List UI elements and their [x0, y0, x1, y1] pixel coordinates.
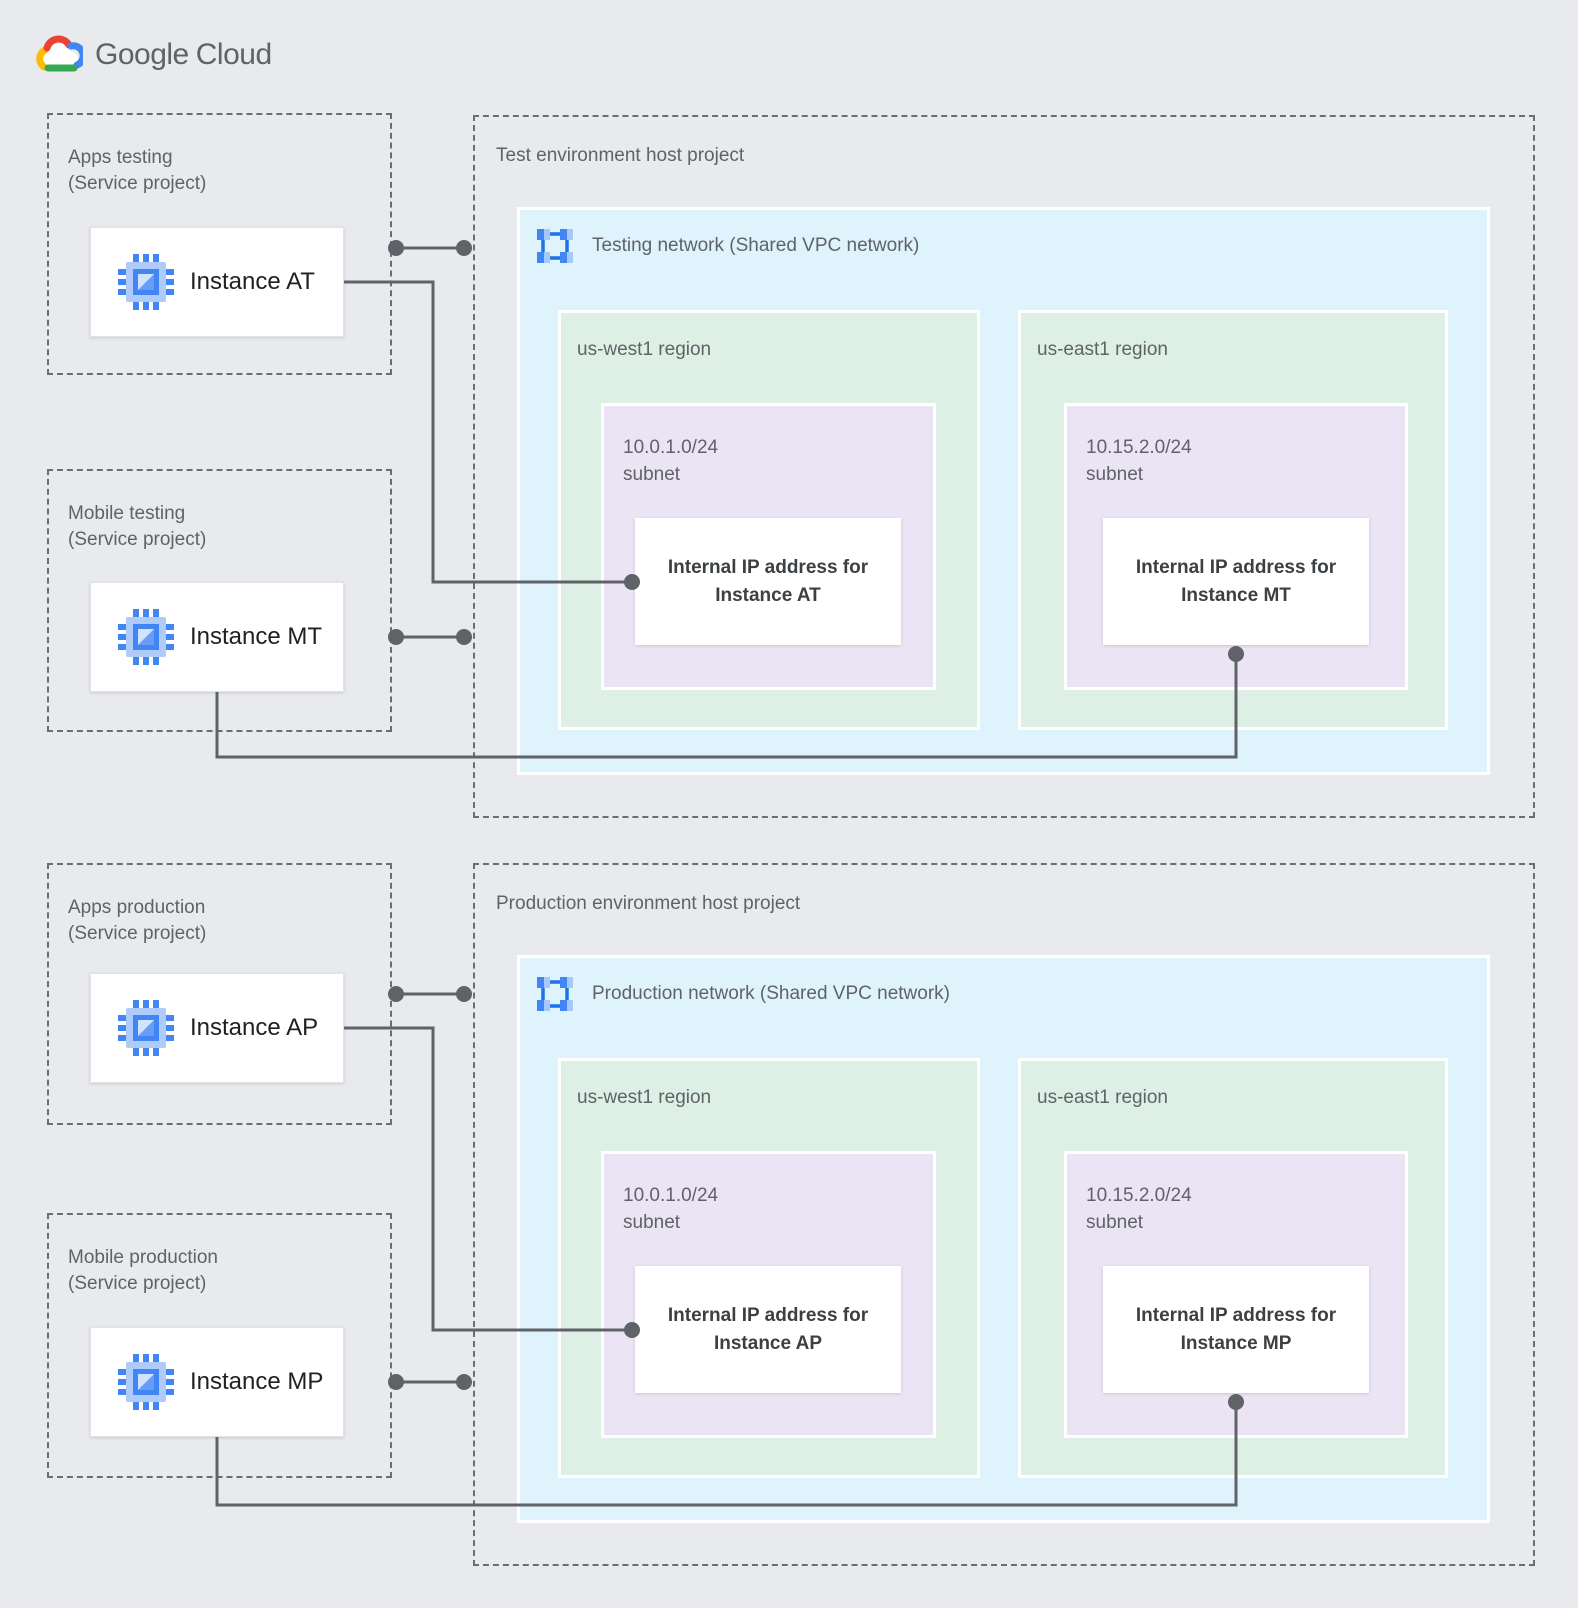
service-project-subtitle: (Service project): [68, 1273, 207, 1294]
ip-card-line1: Internal IP address for: [1135, 1304, 1337, 1326]
service-project-subtitle: (Service project): [68, 529, 207, 550]
instance-card-mp: Instance MP: [90, 1327, 344, 1437]
logo-word-cloud: Cloud: [195, 38, 272, 71]
region-us-west1: us-west1 region 10.0.1.0/24 subnet Inter…: [558, 1058, 980, 1478]
instance-name: Instance AT: [190, 268, 315, 295]
network-testing: Testing network (Shared VPC network) us-…: [517, 207, 1490, 775]
network-header: Testing network (Shared VPC network): [535, 226, 919, 266]
service-project-subtitle: (Service project): [68, 173, 207, 194]
subnet-label: 10.15.2.0/24 subnet: [1086, 1182, 1192, 1236]
subnet-word: subnet: [1086, 464, 1144, 485]
host-project-production: Production environment host project Prod…: [473, 863, 1535, 1566]
host-project-title: Test environment host project: [496, 145, 745, 166]
compute-engine-icon: [118, 1000, 174, 1056]
region-label: us-west1 region: [577, 339, 712, 360]
subnet-cidr: 10.0.1.0/24: [623, 1185, 719, 1206]
service-project-name: Mobile production: [68, 1247, 218, 1268]
subnet-label: 10.0.1.0/24 subnet: [623, 434, 718, 488]
region-us-east1: us-east1 region 10.15.2.0/24 subnet Inte…: [1018, 310, 1448, 730]
subnet-us-west1: 10.0.1.0/24 subnet Internal IP address f…: [601, 403, 936, 690]
google-cloud-logo-icon: [36, 35, 83, 72]
host-project-test: Test environment host project Testing ne…: [473, 115, 1535, 818]
region-label: us-east1 region: [1037, 1087, 1168, 1108]
internal-ip-card-mp: Internal IP address for Instance MP: [1103, 1266, 1369, 1393]
region-us-east1: us-east1 region 10.15.2.0/24 subnet Inte…: [1018, 1058, 1448, 1478]
service-project-label: Apps production (Service project): [68, 895, 206, 947]
subnet-label: 10.15.2.0/24 subnet: [1086, 434, 1192, 488]
internal-ip-card-at: Internal IP address for Instance AT: [635, 518, 901, 645]
host-project-title: Production environment host project: [496, 893, 801, 914]
ip-card-line1: Internal IP address for: [667, 1304, 869, 1326]
attachment-dot: [456, 986, 472, 1002]
subnet-cidr: 10.15.2.0/24: [1086, 1185, 1192, 1206]
subnet-word: subnet: [1086, 1212, 1144, 1233]
ip-card-line2: Instance AT: [715, 584, 821, 606]
subnet-cidr: 10.0.1.0/24: [623, 437, 719, 458]
ip-card-line2: Instance MT: [1181, 584, 1291, 606]
instance-name: Instance AP: [190, 1014, 319, 1041]
network-label: Production network (Shared VPC network): [592, 983, 950, 1004]
network-production: Production network (Shared VPC network) …: [517, 955, 1490, 1523]
region-label: us-east1 region: [1037, 339, 1168, 360]
subnet-us-west1: 10.0.1.0/24 subnet Internal IP address f…: [601, 1151, 936, 1438]
subnet-word: subnet: [623, 1212, 681, 1233]
service-project-apps-production: Apps production (Service project) Instan…: [47, 863, 392, 1125]
subnet-word: subnet: [623, 464, 681, 485]
vpc-network-icon: [537, 977, 573, 1011]
ip-card-line1: Internal IP address for: [667, 556, 869, 578]
instance-name: Instance MP: [190, 1368, 324, 1395]
internal-ip-card-ap: Internal IP address for Instance AP: [635, 1266, 901, 1393]
instance-card-ap: Instance AP: [90, 973, 344, 1083]
network-label: Testing network (Shared VPC network): [592, 235, 920, 256]
compute-engine-icon: [118, 254, 174, 310]
network-header: Production network (Shared VPC network): [535, 974, 950, 1014]
service-project-name: Apps testing: [68, 147, 173, 168]
attachment-dot: [456, 1374, 472, 1390]
subnet-us-east1: 10.15.2.0/24 subnet Internal IP address …: [1064, 403, 1408, 690]
attachment-dot: [456, 240, 472, 256]
attachment-dot: [456, 629, 472, 645]
service-project-label: Mobile testing (Service project): [68, 501, 206, 553]
compute-engine-icon: [118, 609, 174, 665]
service-project-name: Mobile testing: [68, 503, 186, 524]
logo-word-google: Google: [95, 38, 189, 71]
service-project-apps-testing: Apps testing (Service project) Instance …: [47, 113, 392, 375]
service-project-subtitle: (Service project): [68, 923, 207, 944]
service-project-label: Mobile production (Service project): [68, 1245, 218, 1297]
ip-card-line2: Instance AP: [713, 1332, 823, 1354]
subnet-cidr: 10.15.2.0/24: [1086, 437, 1192, 458]
region-label: us-west1 region: [577, 1087, 712, 1108]
service-project-mobile-production: Mobile production (Service project) Inst…: [47, 1213, 392, 1478]
service-project-mobile-testing: Mobile testing (Service project) Instanc…: [47, 469, 392, 732]
instance-name: Instance MT: [190, 623, 323, 650]
compute-engine-icon: [118, 1354, 174, 1410]
region-us-west1: us-west1 region 10.0.1.0/24 subnet Inter…: [558, 310, 980, 730]
instance-card-at: Instance AT: [90, 227, 344, 337]
service-project-name: Apps production: [68, 897, 206, 918]
ip-card-line2: Instance MP: [1180, 1332, 1292, 1354]
subnet-label: 10.0.1.0/24 subnet: [623, 1182, 718, 1236]
internal-ip-card-mt: Internal IP address for Instance MT: [1103, 518, 1369, 645]
vpc-network-icon: [537, 229, 573, 263]
service-project-label: Apps testing (Service project): [68, 145, 206, 197]
ip-card-line1: Internal IP address for: [1135, 556, 1337, 578]
subnet-us-east1: 10.15.2.0/24 subnet Internal IP address …: [1064, 1151, 1408, 1438]
instance-card-mt: Instance MT: [90, 582, 344, 692]
